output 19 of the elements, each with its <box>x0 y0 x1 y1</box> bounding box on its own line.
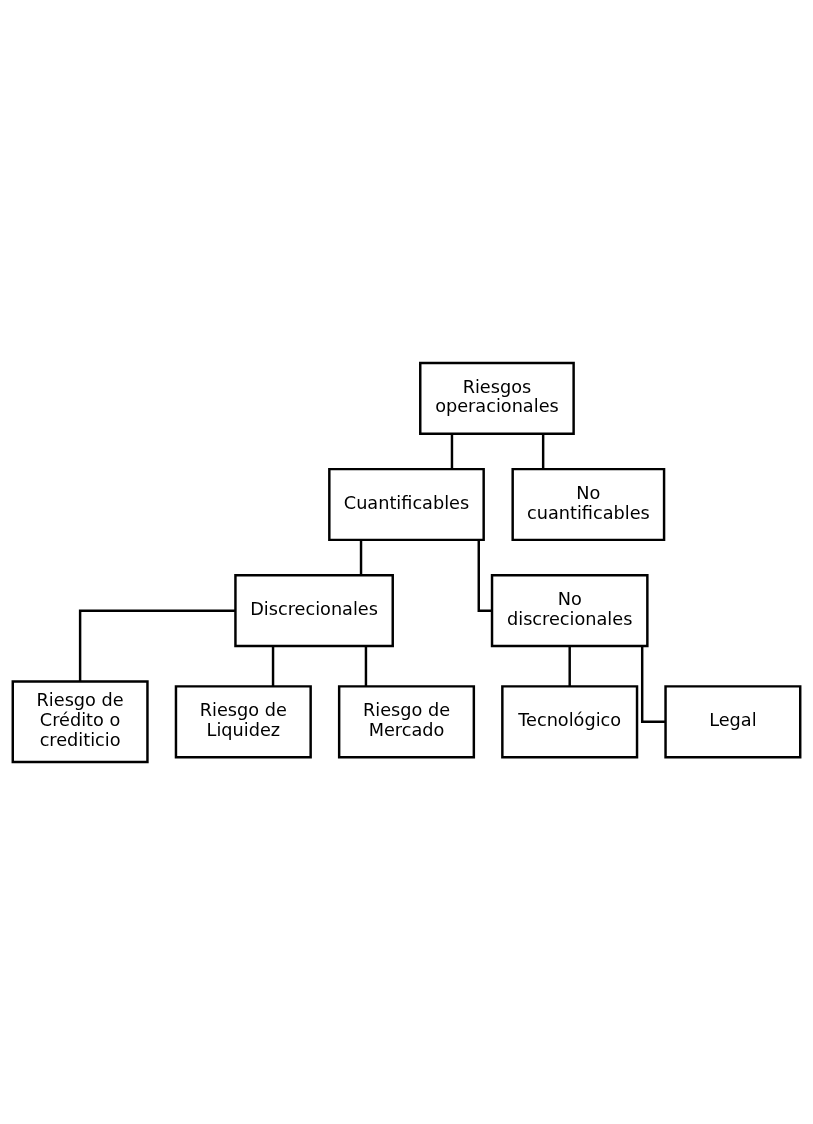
connector <box>450 433 454 469</box>
node-box: Tecnológico <box>501 684 639 758</box>
node-box: Legal <box>664 684 802 758</box>
node-box: Discrecionales <box>234 573 394 647</box>
connector <box>78 608 236 681</box>
connector <box>541 433 545 469</box>
connector <box>364 645 368 686</box>
connector <box>359 539 363 575</box>
node-box: No discrecionales <box>490 573 649 647</box>
connector <box>568 645 571 686</box>
node-box: Riesgos operacionales <box>419 361 575 435</box>
node-box: Riesgo de Mercado <box>337 684 476 758</box>
connector <box>271 645 275 686</box>
connector <box>640 645 666 723</box>
connector <box>477 539 492 612</box>
node-box: No cuantificables <box>511 467 666 541</box>
node-box: Riesgo de Liquidez <box>174 684 312 758</box>
node-box: Cuantificables <box>328 467 485 541</box>
node-box: Riesgo de Crédito o crediticio <box>11 679 149 763</box>
